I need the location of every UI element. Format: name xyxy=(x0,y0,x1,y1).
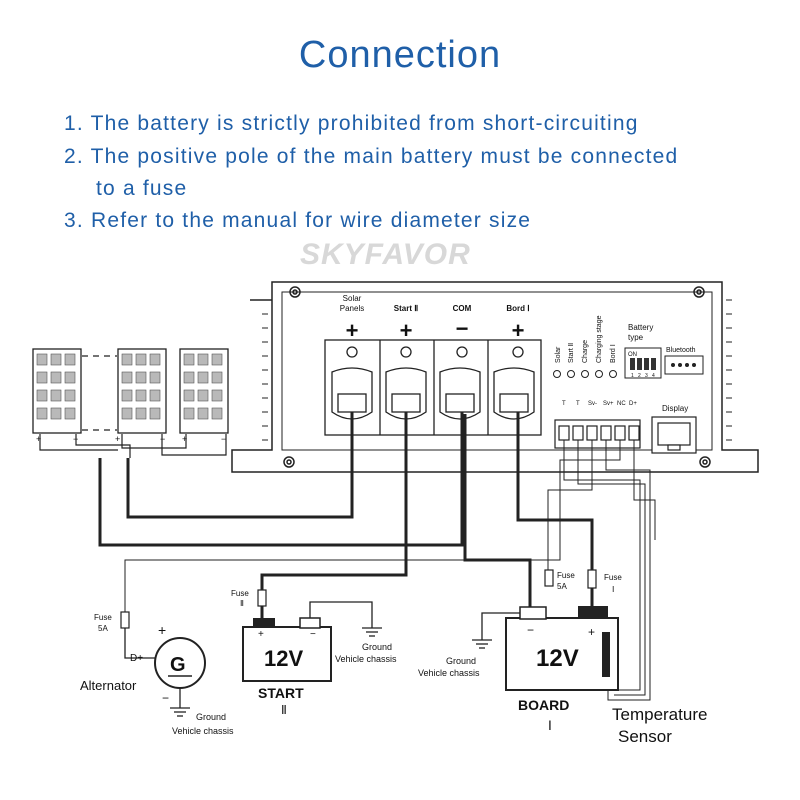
svg-text:T: T xyxy=(576,401,580,407)
svg-text:12V: 12V xyxy=(536,645,579,672)
svg-text:Sv-: Sv- xyxy=(588,401,597,407)
svg-text:1: 1 xyxy=(631,373,634,379)
board-label: BOARD xyxy=(518,697,569,713)
note-3: 3. Refer to the manual for wire diameter… xyxy=(64,209,532,232)
svg-text:+: + xyxy=(346,318,359,343)
svg-text:Start Ⅱ: Start Ⅱ xyxy=(568,343,575,363)
svg-text:+: + xyxy=(400,318,413,343)
alternator-minus: − xyxy=(162,691,169,705)
chassis-label-1: Vehicle chassis xyxy=(172,726,234,736)
sensor-wiring xyxy=(124,440,656,701)
display-port[interactable] xyxy=(651,416,697,454)
terminal-label-start: Start Ⅱ xyxy=(394,304,418,313)
fuse-board-5a-label: Fuse xyxy=(557,571,575,580)
board-battery: − + 12V xyxy=(505,606,619,691)
svg-text:−: − xyxy=(527,623,534,637)
note-2-continued: to a fuse xyxy=(96,177,188,200)
chassis-label-3: Vehicle chassis xyxy=(418,668,480,678)
start-number: Ⅱ xyxy=(281,703,287,717)
svg-text:12V: 12V xyxy=(264,646,303,671)
sensor-label: Sensor xyxy=(618,727,672,746)
temperature-label: Temperature xyxy=(612,705,707,724)
panel-dashes xyxy=(82,355,117,431)
sensor-terminal-block xyxy=(554,419,641,449)
svg-text:T: T xyxy=(562,401,566,407)
page-title: Connection xyxy=(298,34,502,76)
solar-panel-1 xyxy=(32,348,82,434)
svg-text:−: − xyxy=(221,434,226,444)
fuse-start-label: Fuse xyxy=(231,589,249,598)
watermark: SKYFAVOR xyxy=(300,238,471,271)
start-ground xyxy=(309,601,382,637)
battery-type-dip-switch[interactable]: ON 1 2 3 4 xyxy=(624,347,662,379)
fuse-start-number: Ⅱ xyxy=(240,599,244,608)
alternator: G xyxy=(154,637,206,689)
svg-text:Solar: Solar xyxy=(555,346,562,363)
fuse-board-5a xyxy=(544,569,554,587)
bluetooth-port[interactable] xyxy=(664,355,704,375)
fuse-board xyxy=(587,569,597,589)
svg-text:+: + xyxy=(512,318,525,343)
svg-text:+: + xyxy=(182,434,187,444)
svg-text:+: + xyxy=(258,629,264,640)
alternator-plus: + xyxy=(158,622,166,638)
bluetooth-label: Bluetooth xyxy=(666,347,696,354)
board-number: Ⅰ xyxy=(548,718,552,733)
svg-text:Bord Ⅰ: Bord Ⅰ xyxy=(610,344,617,363)
note-2: 2. The positive pole of the main battery… xyxy=(64,145,679,168)
sensor-pin-labels: T T Sv- Sv+ NC D+ xyxy=(562,401,637,407)
d-plus-label: D+ xyxy=(130,653,143,664)
solar-panel-2 xyxy=(117,348,167,434)
start-label: START xyxy=(258,685,304,701)
svg-text:−: − xyxy=(456,316,469,341)
fuse-board-number: Ⅰ xyxy=(612,585,614,594)
display-label: Display xyxy=(662,404,688,413)
panel-polarity: +− +− +− xyxy=(36,434,226,444)
fuse-alternator-label: Fuse xyxy=(94,613,112,622)
terminal-label-bord: Bord Ⅰ xyxy=(506,304,529,313)
ground-label-3: Ground xyxy=(446,656,476,666)
chassis-label-2: Vehicle chassis xyxy=(335,654,397,664)
polarity-signs: + + − + xyxy=(346,316,525,343)
svg-text:+: + xyxy=(588,625,595,639)
svg-text:+: + xyxy=(36,434,41,444)
svg-text:Charging stage: Charging stage xyxy=(596,315,603,363)
svg-text:G: G xyxy=(170,654,186,676)
svg-text:+: + xyxy=(115,434,120,444)
svg-text:−: − xyxy=(310,629,316,640)
fuse-board-label: Fuse xyxy=(604,573,622,582)
svg-text:2: 2 xyxy=(638,373,641,379)
svg-text:NC: NC xyxy=(617,401,626,407)
terminal-block xyxy=(324,339,542,436)
svg-text:3: 3 xyxy=(645,373,648,379)
fuse-board-5a-value: 5A xyxy=(557,582,567,591)
terminal-label-com: COM xyxy=(453,304,472,313)
fuse-alternator-value: 5A xyxy=(98,624,108,633)
alternator-wiring xyxy=(124,628,190,717)
start-battery: + − 12V xyxy=(242,617,332,682)
svg-text:Charge: Charge xyxy=(582,340,589,363)
note-1: 1. The battery is strictly prohibited fr… xyxy=(64,112,639,135)
svg-text:ON: ON xyxy=(628,352,637,358)
fuse-alternator xyxy=(120,611,130,629)
solar-panel-3 xyxy=(179,348,229,434)
ground-label-2: Ground xyxy=(362,642,392,652)
board-ground xyxy=(472,612,520,649)
svg-text:4: 4 xyxy=(652,373,655,379)
fuse-start xyxy=(257,589,267,607)
svg-text:−: − xyxy=(160,434,165,444)
panel-wiring xyxy=(39,434,227,458)
svg-text:D+: D+ xyxy=(629,401,637,407)
indicator-leds: Solar Start Ⅱ Charge Charging stage Bord… xyxy=(553,315,617,378)
ground-label-1: Ground xyxy=(196,712,226,722)
svg-text:Sv+: Sv+ xyxy=(603,401,614,407)
alternator-label: Alternator xyxy=(80,678,137,693)
